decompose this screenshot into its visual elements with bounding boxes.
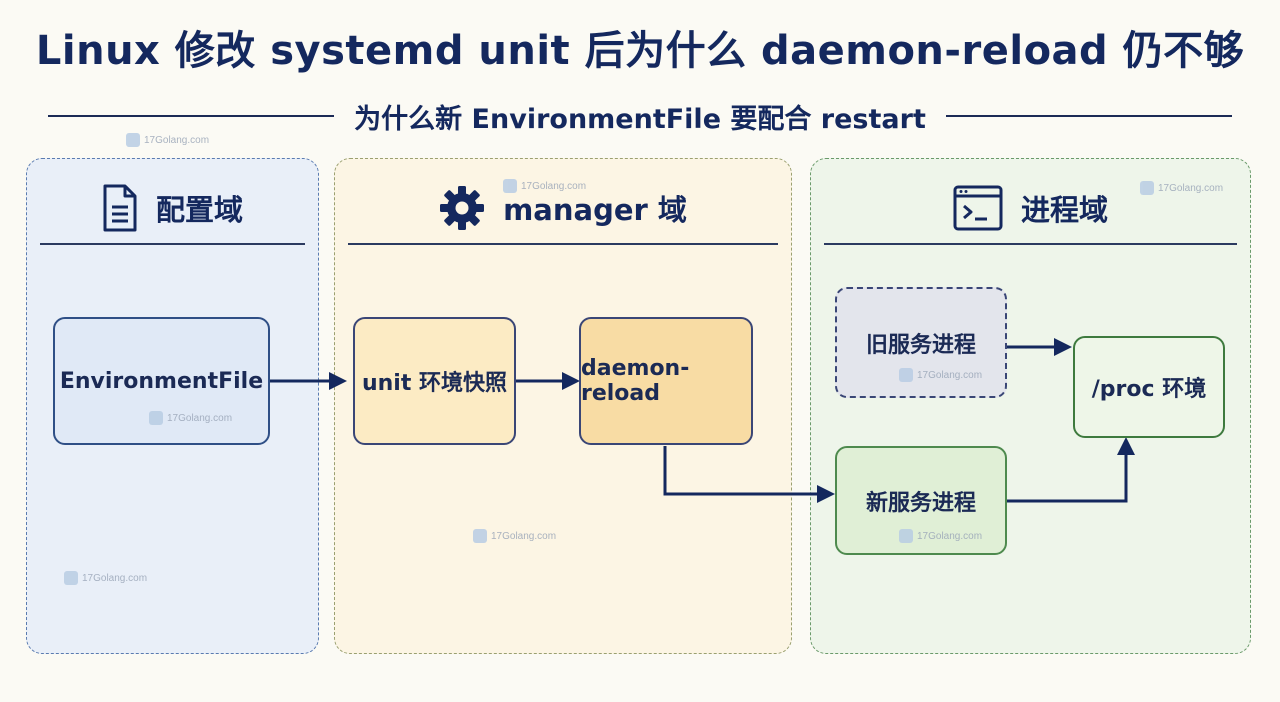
watermark-logo-icon [149, 411, 163, 425]
watermark: 17Golang.com [503, 179, 586, 193]
watermark: 17Golang.com [899, 529, 982, 543]
config-domain-header: 配置域 [26, 178, 319, 238]
watermark-logo-icon [1140, 181, 1154, 195]
watermark-logo-icon [503, 179, 517, 193]
watermark-logo-icon [64, 571, 78, 585]
new-process-node: 新服务进程 [835, 446, 1007, 555]
subtitle-rule-left [48, 115, 335, 117]
config-header-rule [40, 243, 305, 245]
arrow-reload-to-new-process [663, 446, 835, 503]
watermark-logo-icon [473, 529, 487, 543]
unit-snapshot-node: unit 环境快照 [353, 317, 516, 445]
page-title: Linux 修改 systemd unit 后为什么 daemon-reload… [35, 28, 1245, 74]
manager-header-rule [348, 243, 778, 245]
proc-env-node: /proc 环境 [1073, 336, 1225, 438]
manager-domain-header: manager 域 [334, 178, 792, 238]
daemon-reload-node: daemon-reload [579, 317, 753, 445]
arrow-new-process-to-proc [1007, 437, 1135, 503]
manager-domain-label: manager 域 [503, 193, 687, 227]
subtitle-row: 为什么新 EnvironmentFile 要配合 restart [48, 96, 1233, 136]
watermark: 17Golang.com [473, 529, 556, 543]
watermark: 17Golang.com [899, 368, 982, 382]
watermark-logo-icon [126, 133, 140, 147]
gear-icon [439, 185, 485, 231]
config-domain-label: 配置域 [155, 193, 243, 227]
subtitle: 为什么新 EnvironmentFile 要配合 restart [354, 103, 926, 135]
old-process-node: 旧服务进程 [835, 287, 1007, 398]
document-icon [102, 183, 138, 233]
watermark: 17Golang.com [149, 411, 232, 425]
terminal-icon [953, 185, 1003, 231]
watermark-logo-icon [899, 368, 913, 382]
watermark-logo-icon [899, 529, 913, 543]
process-domain-label: 进程域 [1020, 193, 1108, 227]
watermark: 17Golang.com [1140, 181, 1223, 195]
environmentfile-node: EnvironmentFile [53, 317, 270, 445]
watermark: 17Golang.com [64, 571, 147, 585]
watermark: 17Golang.com [126, 133, 209, 147]
subtitle-rule-right [945, 115, 1233, 117]
process-header-rule [824, 243, 1237, 245]
process-domain-header: 进程域 [810, 178, 1251, 238]
